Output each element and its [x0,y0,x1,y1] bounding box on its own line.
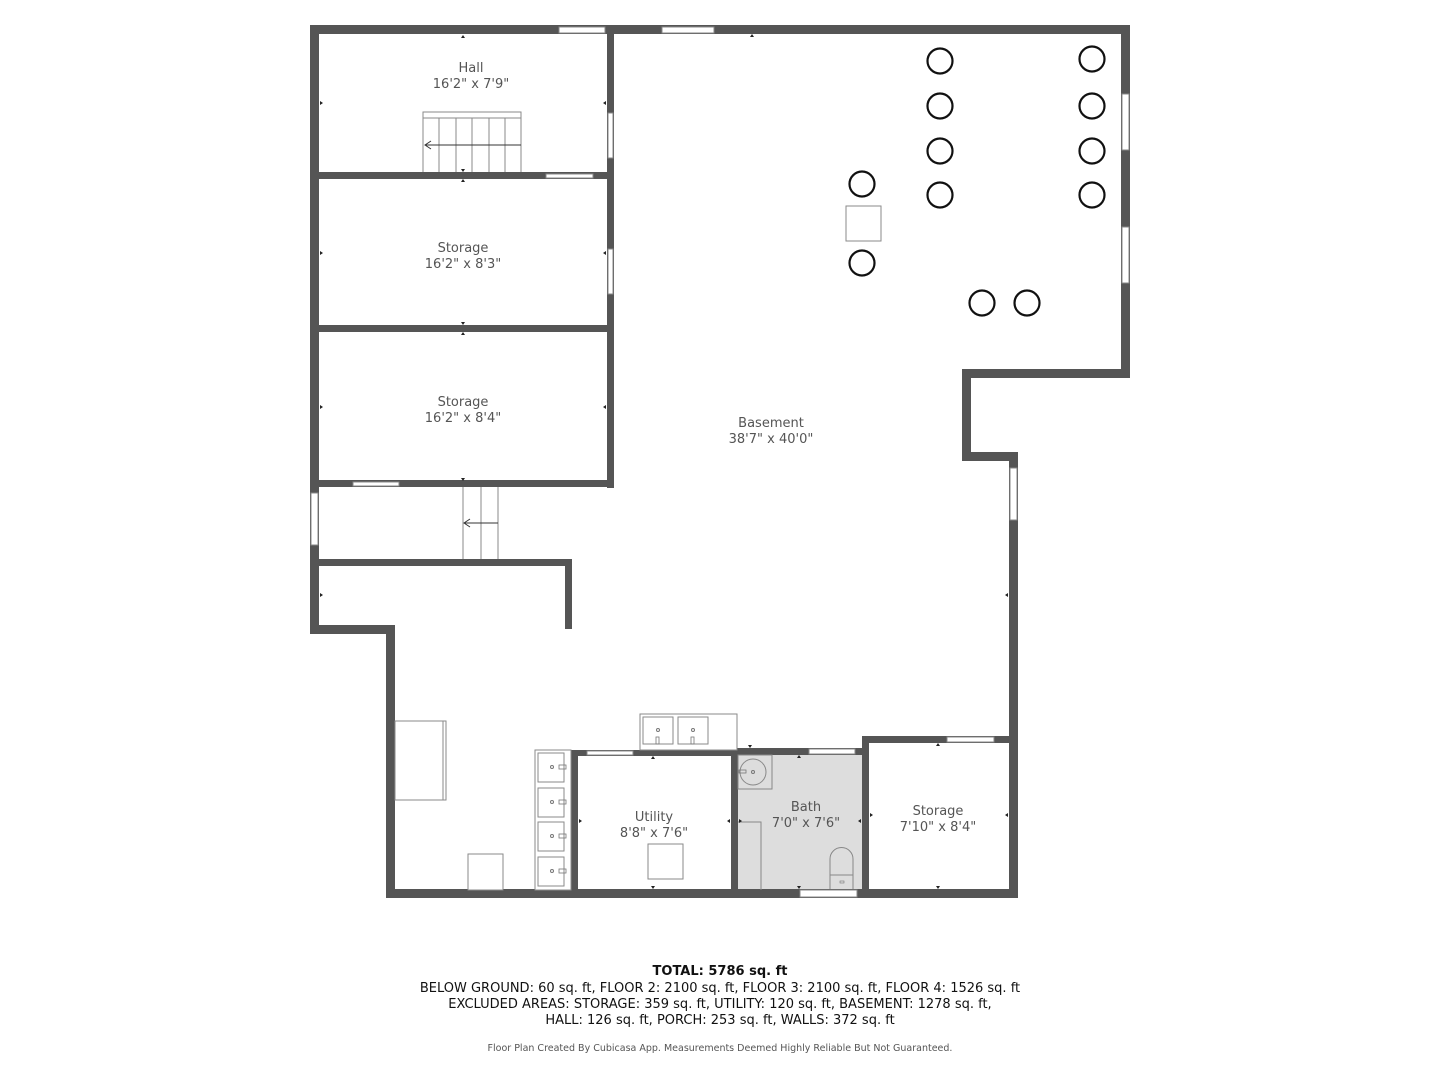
room-dims: 16'2" x 7'9" [433,77,509,92]
stairs-landing [462,487,499,559]
excluded-areas-line-1: EXCLUDED AREAS: STORAGE: 359 sq. ft, UTI… [448,997,992,1012]
utility-appliance [647,843,684,880]
floor-areas-line: BELOW GROUND: 60 sq. ft, FLOOR 2: 2100 s… [419,981,1021,996]
small-box [467,853,504,891]
basement-fixtures [394,713,738,891]
room-hall: Hall 16'2" x 7'9" [433,61,509,92]
side-table [845,205,882,242]
total-area: TOTAL: 5786 sq. ft [652,964,788,979]
room-name: Bath [791,800,821,815]
windows [310,26,1130,898]
dimension-markers [320,34,1008,889]
room-bath: Bath 7'0" x 7'6" [772,800,840,831]
room-name: Storage [438,241,489,256]
room-name: Utility [635,810,674,825]
room-dims: 16'2" x 8'4" [425,411,501,426]
room-storage-3: Storage 7'10" x 8'4" [900,804,976,835]
bar-stools [848,45,1106,317]
cabinet [394,720,447,801]
excluded-areas-line-2: HALL: 126 sq. ft, PORCH: 253 sq. ft, WAL… [545,1013,895,1028]
room-storage-2: Storage 16'2" x 8'4" [425,395,501,426]
room-name: Storage [913,804,964,819]
credit-disclaimer: Floor Plan Created By Cubicasa App. Meas… [487,1043,953,1054]
room-utility: Utility 8'8" x 7'6" [620,810,688,841]
room-dims: 7'0" x 7'6" [772,816,840,831]
stairs-hall [422,111,522,172]
room-basement: Basement 38'7" x 40'0" [729,416,814,447]
room-dims: 8'8" x 7'6" [620,826,688,841]
bath-fixtures [737,754,854,890]
room-name: Hall [459,61,484,76]
room-dims: 38'7" x 40'0" [729,432,814,447]
room-dims: 16'2" x 8'3" [425,257,501,272]
room-name: Storage [438,395,489,410]
room-name: Basement [738,416,804,431]
room-storage-1: Storage 16'2" x 8'3" [425,241,501,272]
room-dims: 7'10" x 8'4" [900,820,976,835]
